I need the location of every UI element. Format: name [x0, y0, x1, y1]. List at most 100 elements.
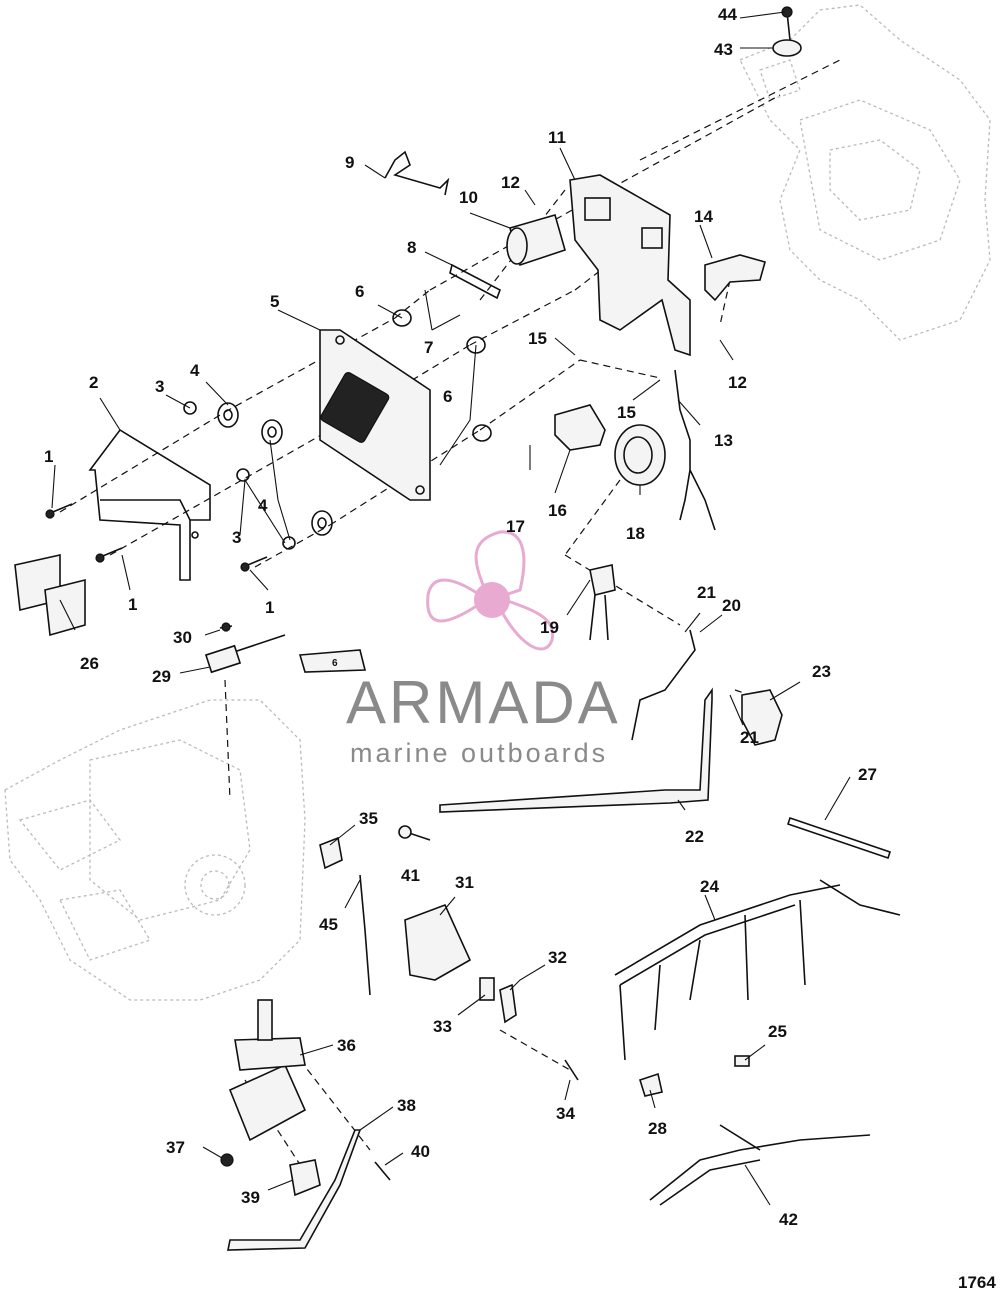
callout-label: 36 — [337, 1036, 356, 1055]
callout-label: 26 — [80, 654, 99, 673]
callout-label: 17 — [506, 517, 525, 536]
callout-label: 21 — [740, 728, 759, 747]
sensor-29 — [204, 622, 286, 674]
callout-label: 33 — [433, 1017, 452, 1036]
part-25 — [734, 1055, 750, 1067]
figure-number: 1764 — [958, 1273, 996, 1292]
callout-label: 4 — [258, 496, 268, 515]
callout-label: 7 — [424, 338, 433, 357]
callout-label: 44 — [718, 5, 737, 24]
propeller-logo-icon — [426, 530, 555, 651]
callout-label: 1 — [265, 598, 274, 617]
callout-label: 42 — [779, 1210, 798, 1229]
screws — [45, 503, 268, 572]
cap-18 — [614, 424, 666, 486]
starter-motor — [228, 999, 307, 1142]
callout-label: 1 — [128, 595, 137, 614]
cable-tie — [786, 816, 892, 860]
callout-label: 32 — [548, 948, 567, 967]
boot-23 — [741, 689, 783, 746]
armada-watermark: ARMADA marine outboards — [346, 530, 621, 768]
wire-harness — [614, 879, 901, 1061]
brand-tagline: marine outboards — [350, 738, 608, 768]
callout-label: 21 — [697, 583, 716, 602]
callout-label: 15 — [528, 329, 547, 348]
callout-label: 45 — [319, 915, 338, 934]
grommets — [183, 401, 333, 550]
svg-text:6: 6 — [332, 658, 338, 669]
part-28 — [639, 1072, 663, 1097]
control-module — [319, 329, 431, 501]
callout-label: 40 — [411, 1142, 430, 1161]
callout-label: 3 — [232, 528, 241, 547]
wire-45 — [359, 874, 371, 996]
callout-label: 28 — [648, 1119, 667, 1138]
wire-13 — [674, 369, 716, 531]
callout-label: 9 — [345, 153, 354, 172]
part-26 — [14, 554, 86, 637]
mounting-bracket — [88, 428, 211, 581]
clip-16 — [554, 404, 606, 451]
ignition-coil — [404, 903, 472, 981]
bolt-40 — [374, 1161, 391, 1181]
grommets-6 — [392, 309, 492, 442]
callout-label: 16 — [548, 501, 567, 520]
engine-block-lower — [4, 699, 306, 1001]
callout-label: 10 — [459, 188, 478, 207]
callout-label: 15 — [617, 403, 636, 422]
parts-43-44 — [772, 6, 802, 57]
brand-name: ARMADA — [346, 669, 621, 736]
callout-label: 27 — [858, 765, 877, 784]
battery-cable-22 — [439, 687, 713, 813]
callout-label: 37 — [166, 1138, 185, 1157]
bolt-34 — [564, 1059, 579, 1081]
callout-label: 1 — [44, 447, 53, 466]
callout-label: 31 — [455, 873, 474, 892]
engine-block-upper — [739, 4, 991, 341]
grease-tube: 6 — [298, 649, 367, 673]
callout-label: 34 — [556, 1104, 575, 1123]
part-33 — [479, 977, 495, 1001]
callout-label: 6 — [443, 387, 452, 406]
callout-label: 24 — [700, 877, 719, 896]
callout-label: 13 — [714, 431, 733, 450]
leader-lines — [51, 11, 851, 1206]
callout-label: 6 — [355, 282, 364, 301]
callout-label: 12 — [728, 373, 747, 392]
strap — [449, 263, 501, 300]
callout-label: 35 — [359, 809, 378, 828]
callout-label: 38 — [397, 1096, 416, 1115]
callout-label: 14 — [694, 207, 713, 226]
part-35 — [319, 825, 431, 870]
callout-label: 22 — [685, 827, 704, 846]
callout-label: 39 — [241, 1188, 260, 1207]
battery-cable-20 — [631, 629, 696, 741]
callout-label: 20 — [722, 596, 741, 615]
part-32 — [499, 983, 517, 1024]
spring-clip — [384, 150, 450, 196]
callout-label: 18 — [626, 524, 645, 543]
callout-label: 11 — [548, 128, 566, 147]
nut-37 — [220, 1153, 234, 1167]
callout-label: 12 — [501, 173, 520, 192]
callout-label: 29 — [152, 667, 171, 686]
wire-harness-42 — [649, 1124, 871, 1206]
callout-label: 25 — [768, 1022, 787, 1041]
bracket-14 — [704, 254, 766, 302]
callout-label: 4 — [190, 361, 200, 380]
callout-labels: 1 1 1 2 3 3 4 4 5 6 6 7 8 9 10 11 12 12 … — [44, 5, 877, 1229]
capacitor-cylinder — [506, 214, 566, 267]
callout-label: 8 — [407, 238, 416, 257]
callout-label: 3 — [155, 377, 164, 396]
callout-label: 19 — [540, 618, 559, 637]
clip-39 — [289, 1159, 321, 1197]
part-19 — [589, 564, 616, 641]
callout-label: 2 — [89, 373, 98, 392]
callout-label: 41 — [401, 866, 420, 885]
bracket-plate — [569, 174, 691, 357]
callout-label: 5 — [270, 292, 279, 311]
callout-label: 43 — [714, 40, 733, 59]
callout-label: 30 — [173, 628, 192, 647]
callout-label: 23 — [812, 662, 831, 681]
